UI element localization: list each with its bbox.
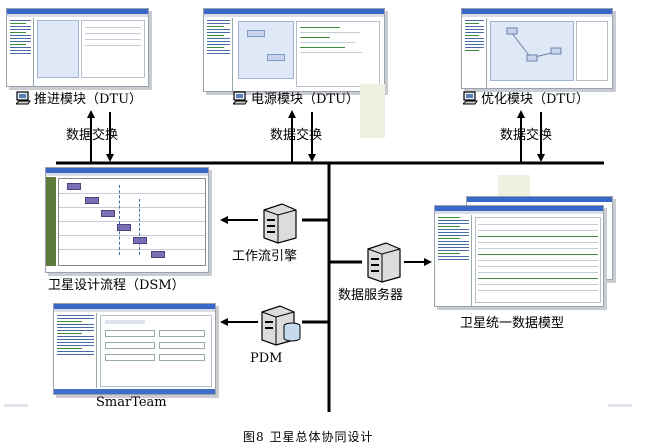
workflow-engine-label: 工作流引擎 [232, 249, 298, 264]
property-panel [576, 21, 608, 81]
server-icon [367, 242, 401, 283]
dsm-row-headers [46, 177, 56, 266]
window-titlebar [467, 197, 612, 202]
pdm-label: PDM [250, 351, 283, 366]
window-menubar [7, 14, 148, 17]
data-exchange-label-2: 数据交换 [270, 128, 323, 143]
smarteam-label: SmarTeam [96, 395, 167, 410]
power-module-label: 电源模块（DTU） [251, 92, 360, 107]
window-titlebar [46, 168, 208, 173]
window-titlebar [204, 9, 384, 14]
window-titlebar [435, 206, 603, 211]
window-menubar [462, 14, 612, 17]
window-menubar [54, 309, 215, 312]
smarteam-tree-panel [54, 313, 97, 388]
workflow-canvas [490, 21, 574, 81]
dsm-matrix [58, 178, 206, 266]
model-tree-panel [435, 215, 472, 306]
figure-caption: 图8 卫星总体协同设计 [243, 430, 374, 444]
model-table [475, 217, 601, 303]
data-server-label: 数据服务器 [338, 288, 404, 303]
smarteam-screenshot [53, 303, 216, 395]
taskbar [54, 389, 215, 394]
window-menubar [204, 14, 384, 17]
optimization-module-label: 优化模块（DTU） [481, 92, 590, 107]
database-server-icon [261, 305, 301, 346]
tree-panel [204, 18, 233, 91]
data-exchange-label-3: 数据交换 [500, 128, 553, 143]
dsm-label: 卫星设计流程（DSM） [48, 278, 185, 293]
computer-icon [233, 91, 248, 105]
optimization-module-screenshot [461, 8, 613, 89]
computer-icon [463, 91, 478, 105]
data-model-label: 卫星统一数据模型 [460, 316, 565, 331]
code-panel [296, 21, 380, 87]
form-canvas [238, 21, 294, 79]
power-module-screenshot [203, 8, 385, 92]
data-exchange-label-1: 数据交换 [66, 128, 119, 143]
window-titlebar [54, 304, 215, 309]
propulsion-module-screenshot [6, 8, 149, 87]
decorative-bar-left [4, 404, 28, 407]
computer-icon [16, 91, 31, 105]
window-titlebar [462, 9, 612, 14]
form-canvas [37, 20, 79, 78]
propulsion-module-label: 推进模块（DTU） [34, 92, 143, 107]
property-panel [81, 20, 145, 78]
tree-panel [462, 18, 487, 88]
server-icon [263, 203, 297, 244]
window-menubar [46, 173, 208, 176]
data-model-screenshot [434, 205, 604, 307]
blank-panel-right-power [360, 84, 385, 138]
tree-panel [7, 18, 34, 86]
decorative-bar-right [608, 404, 632, 407]
window-menubar [435, 211, 603, 214]
smarteam-form [100, 315, 212, 387]
window-titlebar [7, 9, 148, 14]
dsm-screenshot [45, 167, 209, 273]
